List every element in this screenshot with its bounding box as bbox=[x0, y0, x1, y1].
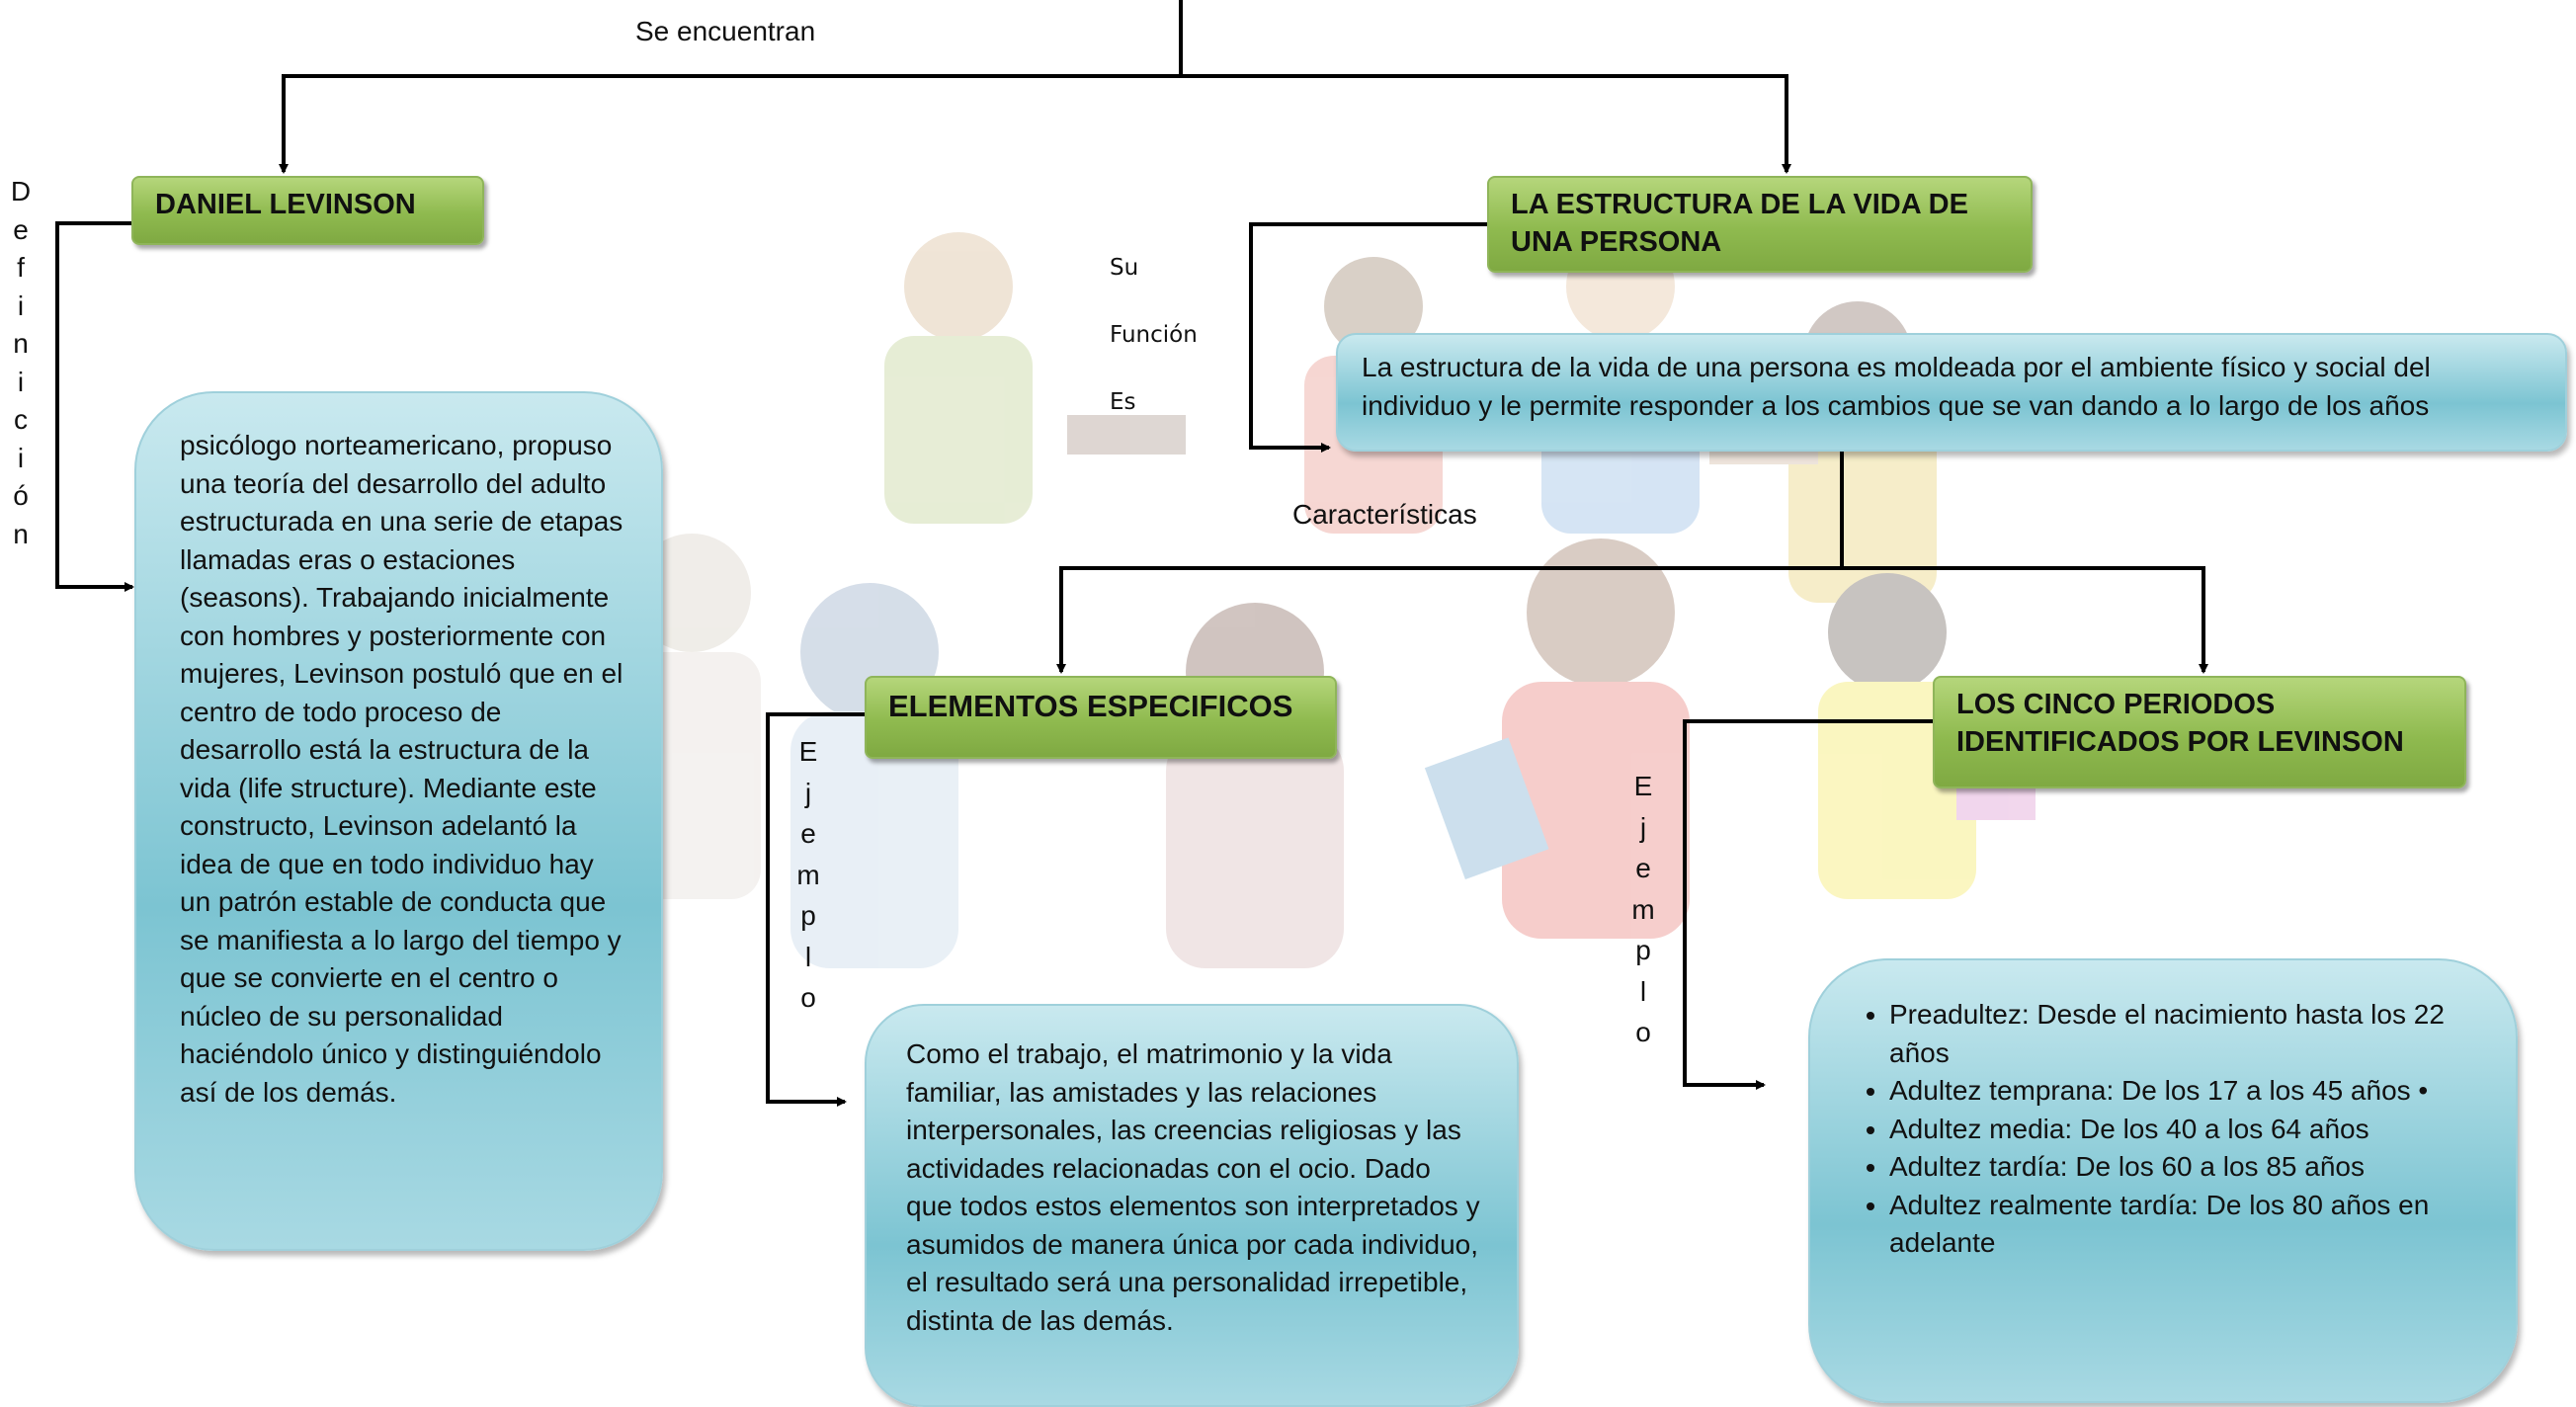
node-daniel-levinson: DANIEL LEVINSON bbox=[131, 176, 484, 245]
label-funcion: Función bbox=[1110, 322, 1198, 348]
box-definicion-levinson: psicólogo norteamericano, propuso una te… bbox=[134, 391, 663, 1251]
arrow-estructura-def bbox=[1249, 222, 1487, 453]
node-cinco-periodos: LOS CINCO PERIODOS IDENTIFICADOS POR LEV… bbox=[1933, 676, 2466, 788]
label-es: Es bbox=[1110, 389, 1136, 415]
list-item: Adultez temprana: De los 17 a los 45 año… bbox=[1889, 1072, 2486, 1111]
periods-list: Preadultez: Desde el nacimiento hasta lo… bbox=[1830, 996, 2486, 1263]
label-caracteristicas: Características bbox=[1292, 499, 1477, 530]
list-item: Adultez media: De los 40 a los 64 años bbox=[1889, 1111, 2486, 1149]
node-elementos-especificos: ELEMENTOS ESPECIFICOS bbox=[865, 676, 1337, 759]
list-item: Preadultez: Desde el nacimiento hasta lo… bbox=[1889, 996, 2486, 1072]
label-su: Su bbox=[1110, 255, 1139, 281]
label-se-encuentran: Se encuentran bbox=[635, 16, 816, 46]
arrow-ejemplo-elementos bbox=[766, 712, 865, 1107]
arrow-ejemplo-periodos bbox=[1683, 719, 1933, 1090]
box-periodos-lista: Preadultez: Desde el nacimiento hasta lo… bbox=[1808, 958, 2518, 1403]
arrow-definicion bbox=[55, 221, 134, 592]
box-estructura-descripcion: La estructura de la vida de una persona … bbox=[1336, 333, 2567, 452]
list-item: Adultez tardía: De los 60 a los 85 años bbox=[1889, 1148, 2486, 1187]
list-item: Adultez realmente tardía: De los 80 años… bbox=[1889, 1187, 2486, 1263]
box-elementos-ejemplo: Como el trabajo, el matrimonio y la vida… bbox=[865, 1004, 1519, 1407]
node-estructura-vida: LA ESTRUCTURA DE LA VIDA DE UNA PERSONA bbox=[1487, 176, 2033, 273]
